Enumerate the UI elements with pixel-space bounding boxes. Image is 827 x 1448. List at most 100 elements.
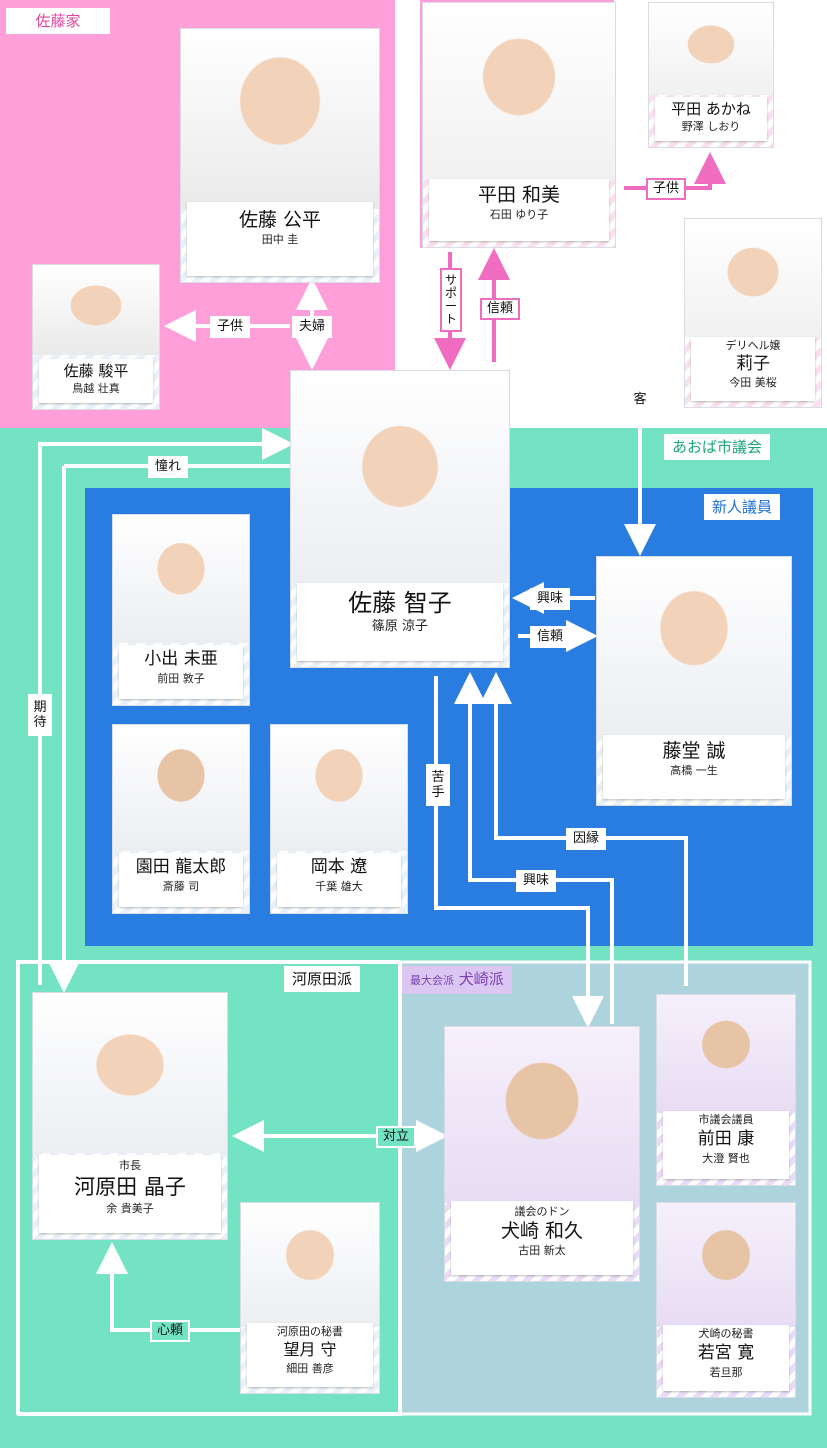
actor-riko: 今田 美桜 bbox=[729, 376, 777, 389]
plate-mochizuki: 河原田の秘書 望月 守 細田 善彦 bbox=[247, 1323, 373, 1387]
plate-inuzaki: 議会のドン 犬崎 和久 古田 新太 bbox=[451, 1201, 633, 1275]
plate-wakamiya: 犬崎の秘書 若宮 寛 若旦那 bbox=[663, 1325, 789, 1391]
actor-sonoda: 斎藤 司 bbox=[162, 880, 200, 893]
role-wakamiya: 犬崎の秘書 bbox=[698, 1327, 754, 1340]
actor-touma: 高橋 一生 bbox=[670, 764, 718, 777]
card-wakamiya: 犬崎の秘書 若宮 寛 若旦那 bbox=[656, 1202, 796, 1398]
plate-shunpei: 佐藤 駿平 鳥越 壮真 bbox=[39, 359, 153, 403]
plate-maeda: 市議会議員 前田 康 大澄 賢也 bbox=[663, 1111, 789, 1179]
portrait-sonoda bbox=[113, 725, 249, 851]
actor-okamoto: 千葉 雄大 bbox=[315, 880, 363, 893]
actor-akane: 野澤 しおり bbox=[681, 120, 741, 133]
plate-riko: デリヘル嬢 莉子 今田 美桜 bbox=[691, 337, 815, 401]
portrait-shunpei bbox=[33, 265, 159, 355]
portrait-tomoko bbox=[291, 371, 509, 583]
card-riko: デリヘル嬢 莉子 今田 美桜 bbox=[684, 218, 822, 408]
rel-child2: 子供 bbox=[646, 178, 687, 200]
name-wakamiya: 若宮 寛 bbox=[697, 1343, 755, 1363]
plate-touma: 藤堂 誠 高橋 一生 bbox=[603, 735, 785, 799]
portrait-koide bbox=[113, 515, 249, 643]
name-okamoto: 岡本 遼 bbox=[310, 857, 368, 877]
rel-akogare: 憧れ bbox=[148, 456, 189, 478]
actor-kazumi: 石田 ゆり子 bbox=[489, 208, 549, 221]
plate-tomoko: 佐藤 智子 篠原 涼子 bbox=[297, 583, 503, 661]
plate-kawarada: 市長 河原田 晶子 余 貴美子 bbox=[39, 1155, 221, 1233]
card-touma: 藤堂 誠 高橋 一生 bbox=[596, 556, 792, 806]
name-kawarada: 河原田 晶子 bbox=[74, 1175, 186, 1199]
actor-shunpei: 鳥越 壮真 bbox=[72, 382, 120, 395]
role-maeda: 市議会議員 bbox=[698, 1113, 754, 1126]
rel-nigate: 苦手 bbox=[426, 764, 450, 806]
name-akane: 平田 あかね bbox=[671, 100, 751, 118]
card-maeda: 市議会議員 前田 康 大澄 賢也 bbox=[656, 994, 796, 1186]
rel-child1: 子供 bbox=[210, 316, 251, 338]
name-maeda: 前田 康 bbox=[697, 1129, 755, 1149]
sato-family-label: 佐藤家 bbox=[6, 8, 110, 34]
rel-interest2: 興味 bbox=[516, 870, 557, 892]
role-kawarada: 市長 bbox=[119, 1159, 141, 1172]
role-riko: デリヘル嬢 bbox=[725, 339, 781, 352]
rel-trust2: 信頼 bbox=[530, 626, 571, 648]
rel-tairitsu: 対立 bbox=[376, 1126, 417, 1148]
name-sonoda: 園田 龍太郎 bbox=[135, 857, 227, 877]
name-touma: 藤堂 誠 bbox=[662, 740, 726, 762]
actor-inuzaki: 古田 新太 bbox=[518, 1244, 566, 1257]
card-kazumi: 平田 和美 石田 ゆり子 bbox=[422, 2, 616, 248]
actor-kohei: 田中 圭 bbox=[261, 233, 299, 246]
card-sonoda: 園田 龍太郎 斎藤 司 bbox=[112, 724, 250, 914]
rel-customer: 客 bbox=[628, 386, 652, 413]
actor-koide: 前田 敦子 bbox=[157, 672, 205, 685]
actor-mochizuki: 細田 善彦 bbox=[286, 1362, 334, 1375]
new-members-label: 新人議員 bbox=[704, 494, 781, 520]
plate-kohei: 佐藤 公平 田中 圭 bbox=[187, 202, 373, 276]
aoba-council-label: あおば市議会 bbox=[664, 434, 771, 460]
card-koide: 小出 未亜 前田 敦子 bbox=[112, 514, 250, 706]
rel-shinrai: 心頼 bbox=[150, 1320, 191, 1342]
portrait-wakamiya bbox=[657, 1203, 795, 1327]
name-mochizuki: 望月 守 bbox=[283, 1340, 337, 1359]
portrait-akane bbox=[649, 3, 773, 95]
inuzaki-prefix: 最大会派 bbox=[410, 974, 454, 987]
actor-tomoko: 篠原 涼子 bbox=[371, 619, 429, 634]
role-inuzaki: 議会のドン bbox=[514, 1205, 570, 1218]
name-koide: 小出 未亜 bbox=[144, 649, 218, 669]
rel-trust1: 信頼 bbox=[480, 298, 521, 320]
name-inuzaki: 犬崎 和久 bbox=[500, 1220, 584, 1242]
card-kawarada: 市長 河原田 晶子 余 貴美子 bbox=[32, 992, 228, 1240]
name-tomoko: 佐藤 智子 bbox=[348, 589, 452, 617]
inuzaki-faction-name: 犬崎派 bbox=[458, 970, 504, 988]
portrait-maeda bbox=[657, 995, 795, 1113]
card-okamoto: 岡本 遼 千葉 雄大 bbox=[270, 724, 408, 914]
actor-maeda: 大澄 賢也 bbox=[702, 1152, 750, 1165]
actor-wakamiya: 若旦那 bbox=[709, 1366, 743, 1379]
portrait-touma bbox=[597, 557, 791, 735]
actor-kawarada: 余 貴美子 bbox=[106, 1202, 154, 1215]
name-riko: 莉子 bbox=[736, 354, 770, 374]
portrait-kawarada bbox=[33, 993, 227, 1153]
role-mochizuki: 河原田の秘書 bbox=[277, 1325, 343, 1338]
portrait-inuzaki bbox=[445, 1027, 639, 1203]
plate-okamoto: 岡本 遼 千葉 雄大 bbox=[277, 853, 401, 907]
card-akane: 平田 あかね 野澤 しおり bbox=[648, 2, 774, 148]
portrait-mochizuki bbox=[241, 1203, 379, 1327]
card-mochizuki: 河原田の秘書 望月 守 細田 善彦 bbox=[240, 1202, 380, 1394]
plate-kazumi: 平田 和美 石田 ゆり子 bbox=[429, 179, 609, 241]
portrait-kazumi bbox=[423, 3, 615, 179]
rel-support: サポート bbox=[440, 268, 462, 332]
plate-akane: 平田 あかね 野澤 しおり bbox=[655, 97, 767, 141]
rel-kitai: 期待 bbox=[28, 694, 52, 736]
plate-koide: 小出 未亜 前田 敦子 bbox=[119, 645, 243, 699]
rel-interest1: 興味 bbox=[530, 588, 571, 610]
card-kohei: 佐藤 公平 田中 圭 bbox=[180, 28, 380, 283]
name-kazumi: 平田 和美 bbox=[477, 184, 561, 206]
inuzaki-faction-label: 最大会派 犬崎派 bbox=[402, 966, 512, 994]
rel-innen: 因縁 bbox=[566, 828, 607, 850]
card-inuzaki: 議会のドン 犬崎 和久 古田 新太 bbox=[444, 1026, 640, 1282]
name-kohei: 佐藤 公平 bbox=[238, 209, 322, 231]
name-shunpei: 佐藤 駿平 bbox=[63, 362, 129, 380]
card-shunpei: 佐藤 駿平 鳥越 壮真 bbox=[32, 264, 160, 410]
card-tomoko: 佐藤 智子 篠原 涼子 bbox=[290, 370, 510, 668]
portrait-okamoto bbox=[271, 725, 407, 851]
rel-fufu: 夫婦 bbox=[292, 316, 333, 338]
portrait-riko bbox=[685, 219, 821, 337]
